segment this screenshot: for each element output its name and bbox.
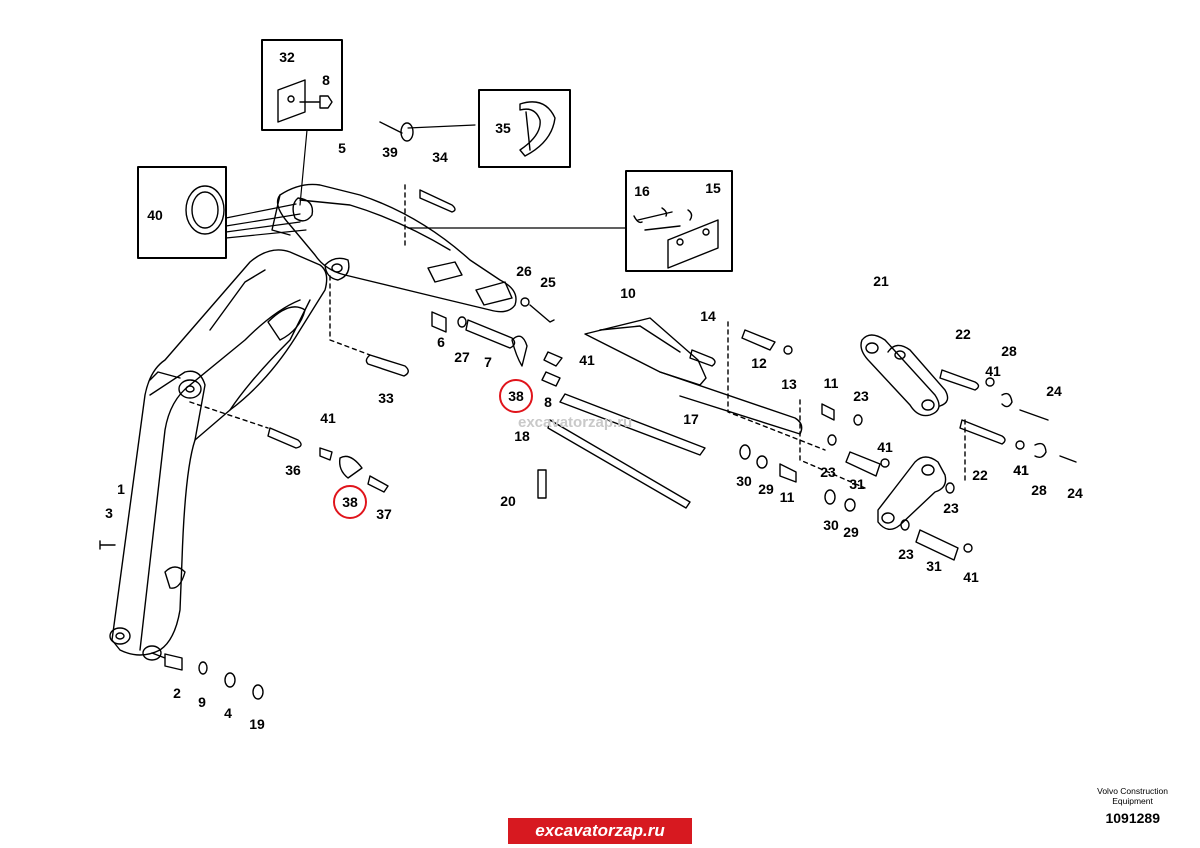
- callout-7[interactable]: 7: [484, 354, 492, 370]
- callout-8[interactable]: 8: [544, 394, 552, 410]
- callout-41[interactable]: 41: [1013, 462, 1029, 478]
- callout-17[interactable]: 17: [683, 411, 699, 427]
- callout-6[interactable]: 6: [437, 334, 445, 350]
- callout-41[interactable]: 41: [579, 352, 595, 368]
- callout-23[interactable]: 23: [820, 464, 836, 480]
- callout-23[interactable]: 23: [898, 546, 914, 562]
- callout-41[interactable]: 41: [1013, 462, 1029, 478]
- callout-26[interactable]: 26: [516, 263, 532, 279]
- inset-box-35: [478, 89, 571, 168]
- callout-29[interactable]: 29: [758, 481, 774, 497]
- boom: [109, 249, 328, 661]
- callout-40[interactable]: 40: [147, 207, 163, 223]
- callout-27[interactable]: 27: [454, 349, 470, 365]
- brand-line-2: Equipment: [1112, 796, 1153, 807]
- callout-28[interactable]: 28: [1001, 343, 1017, 359]
- callout-35[interactable]: 35: [495, 120, 511, 136]
- callout-12[interactable]: 12: [751, 355, 767, 371]
- callout-41[interactable]: 41: [320, 410, 336, 426]
- callout-31[interactable]: 31: [926, 558, 942, 574]
- callout-18[interactable]: 18: [514, 428, 530, 444]
- brand-label: Volvo Construction Equipment: [1097, 786, 1168, 806]
- callout-34[interactable]: 34: [432, 149, 448, 165]
- inset-box-40: [137, 166, 227, 259]
- callout-41[interactable]: 41: [963, 569, 979, 585]
- callout-25[interactable]: 25: [540, 274, 556, 290]
- callout-28[interactable]: 28: [1031, 482, 1047, 498]
- callout-30[interactable]: 30: [823, 517, 839, 533]
- callout-38[interactable]: 38: [333, 485, 367, 519]
- callout-1[interactable]: 1: [117, 481, 125, 497]
- document-number: 1091289: [1105, 810, 1160, 826]
- inset-box-16-15: [625, 170, 733, 272]
- callout-30[interactable]: 30: [736, 473, 752, 489]
- callout-15[interactable]: 15: [705, 180, 721, 196]
- arm: [271, 183, 517, 313]
- watermark-banner[interactable]: excavatorzap.ru: [508, 818, 692, 844]
- callout-19[interactable]: 19: [249, 716, 265, 732]
- callout-20[interactable]: 20: [500, 493, 516, 509]
- callout-9[interactable]: 9: [198, 694, 206, 710]
- callout-23[interactable]: 23: [853, 388, 869, 404]
- callout-10[interactable]: 10: [620, 285, 636, 301]
- callout-5[interactable]: 5: [338, 140, 346, 156]
- callout-24[interactable]: 24: [1046, 383, 1062, 399]
- callout-13[interactable]: 13: [781, 376, 797, 392]
- callout-8[interactable]: 8: [322, 72, 330, 88]
- callout-36[interactable]: 36: [285, 462, 301, 478]
- callout-39[interactable]: 39: [382, 144, 398, 160]
- callout-11[interactable]: 11: [823, 375, 839, 391]
- callout-38[interactable]: 38: [499, 379, 533, 413]
- inset-box-32-8: [261, 39, 343, 131]
- callout-29[interactable]: 29: [843, 524, 859, 540]
- callout-31[interactable]: 31: [849, 476, 865, 492]
- callout-21[interactable]: 21: [873, 273, 889, 289]
- callout-16[interactable]: 16: [634, 183, 650, 199]
- callout-4[interactable]: 4: [224, 705, 232, 721]
- callout-41[interactable]: 41: [877, 439, 893, 455]
- callout-33[interactable]: 33: [378, 390, 394, 406]
- callout-14[interactable]: 14: [700, 308, 716, 324]
- callout-3[interactable]: 3: [105, 505, 113, 521]
- callout-37[interactable]: 37: [376, 506, 392, 522]
- callout-22[interactable]: 22: [955, 326, 971, 342]
- callout-32[interactable]: 32: [279, 49, 295, 65]
- callout-2[interactable]: 2: [173, 685, 181, 701]
- callout-22[interactable]: 22: [972, 467, 988, 483]
- callout-23[interactable]: 23: [943, 500, 959, 516]
- callout-11[interactable]: 11: [779, 489, 795, 505]
- watermark-mid: excavatorzap.ru: [518, 414, 633, 431]
- brand-line-1: Volvo Construction: [1097, 786, 1168, 796]
- callout-24[interactable]: 24: [1067, 485, 1083, 501]
- callout-41[interactable]: 41: [985, 363, 1001, 379]
